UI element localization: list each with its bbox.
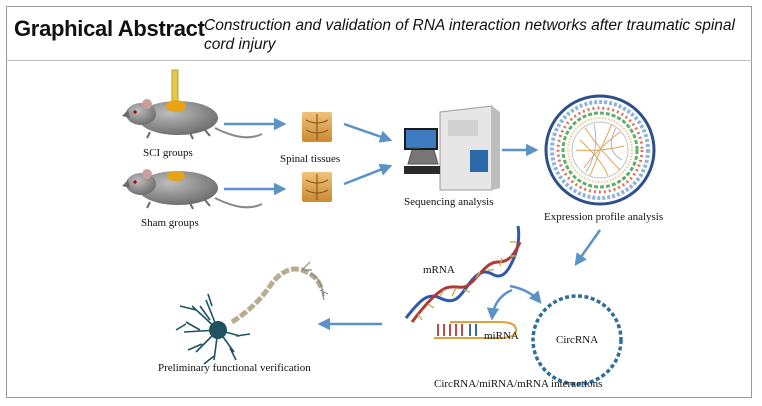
label-expression-profile: Expression profile analysis bbox=[544, 211, 664, 223]
label-sequencing-analysis: Sequencing analysis bbox=[404, 196, 494, 208]
neuron-icon bbox=[175, 261, 329, 365]
impactor-rod-icon bbox=[171, 69, 179, 105]
label-interactions: CircRNA/miRNA/mRNA interactions bbox=[434, 378, 603, 390]
arrow-tissue-to-seq-top bbox=[343, 122, 393, 143]
mirna-hairpin-icon bbox=[434, 321, 518, 339]
label-spinal-tissues: Spinal tissues bbox=[280, 153, 341, 165]
header-divider bbox=[6, 60, 752, 61]
label-functional-verification: Preliminary functional verification bbox=[158, 362, 311, 374]
label-sham-groups: Sham groups bbox=[141, 217, 199, 229]
spinal-tissue-icon-top bbox=[302, 112, 332, 142]
flow-arrows bbox=[224, 117, 602, 331]
circos-plot-icon bbox=[544, 94, 656, 206]
abstract-frame bbox=[6, 6, 752, 398]
arrow-profile-to-network bbox=[574, 229, 602, 267]
arrow-mrna-to-circrna bbox=[509, 284, 542, 304]
sequencer-icon bbox=[404, 105, 500, 191]
label-circrna: CircRNA bbox=[556, 334, 599, 346]
label-sci-groups: SCI groups bbox=[143, 147, 193, 159]
mrna-helix-icon bbox=[404, 225, 522, 323]
arrow-mrna-to-mirna bbox=[486, 288, 513, 321]
spinal-tissue-icon-bottom bbox=[302, 172, 332, 202]
circrna-circle-icon bbox=[531, 294, 623, 386]
page-title: Graphical Abstract bbox=[14, 16, 205, 41]
label-mirna: miRNA bbox=[484, 330, 519, 342]
label-mrna: mRNA bbox=[423, 264, 455, 276]
sham-rat-icon bbox=[122, 169, 263, 210]
page-subtitle: Construction and validation of RNA inter… bbox=[204, 17, 735, 53]
arrow-tissue-to-seq-bottom bbox=[343, 163, 393, 186]
sci-rat-icon bbox=[122, 99, 263, 140]
